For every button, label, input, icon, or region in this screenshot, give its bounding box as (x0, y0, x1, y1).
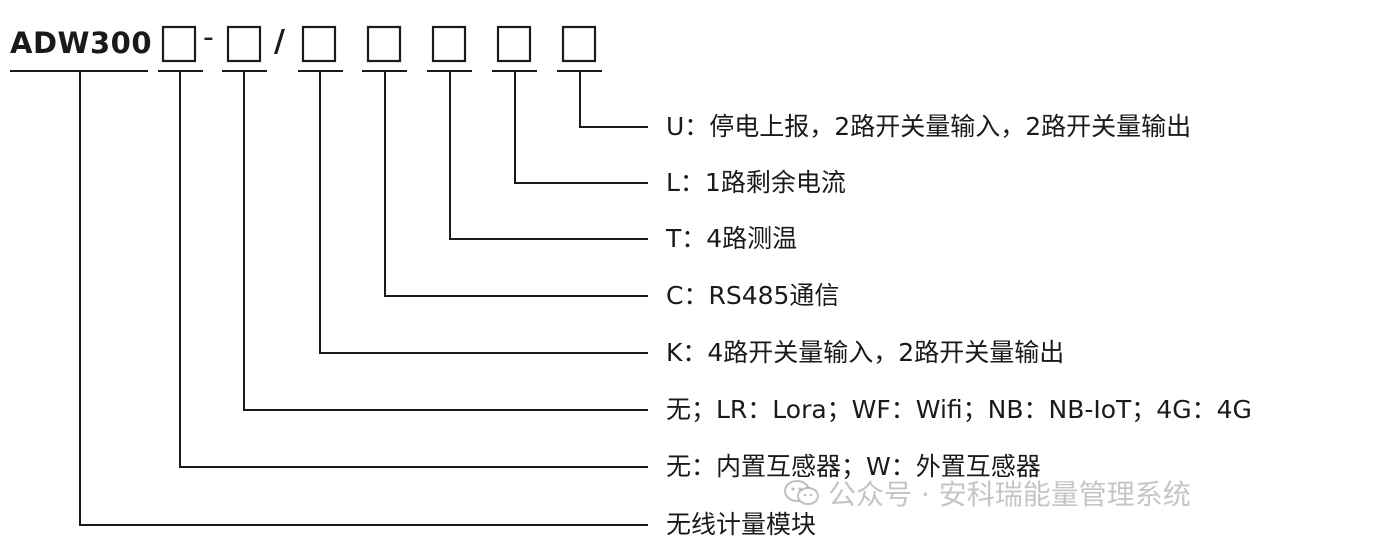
desc-c: C：RS485通信 (666, 281, 840, 310)
model-name: ADW300 (10, 26, 153, 60)
code-box-3 (301, 25, 337, 63)
wechat-icon (784, 480, 819, 505)
leader-c (384, 71, 648, 297)
desc-u: U：停电上报，2路开关量输入，2路开关量输出 (666, 112, 1192, 141)
code-box-5 (431, 25, 467, 63)
code-box-6 (496, 25, 532, 63)
leader-k (319, 71, 648, 354)
desc-model: 无线计量模块 (666, 510, 817, 539)
watermark: 公众号 · 安科瑞能量管理系统 (782, 473, 1191, 513)
code-box-7 (561, 25, 597, 63)
leader-l (514, 71, 648, 184)
leader-model (79, 71, 648, 526)
leader-t (449, 71, 648, 240)
slash-separator: / (274, 24, 285, 59)
leader-u (579, 71, 648, 128)
leader-ct (179, 71, 648, 468)
desc-communication: 无；LR：Lora；WF：Wifi；NB：NB-IoT；4G：4G (666, 395, 1252, 424)
desc-k: K：4路开关量输入，2路开关量输出 (666, 338, 1065, 367)
code-box-1 (161, 25, 197, 63)
watermark-text: 公众号 · 安科瑞能量管理系统 (828, 478, 1191, 511)
desc-t: T：4路测温 (666, 224, 798, 253)
desc-l: L：1路剩余电流 (666, 168, 846, 197)
desc-transformer: 无：内置互感器；W：外置互感器 (666, 452, 1041, 481)
dash-separator: - (203, 20, 214, 55)
code-box-4 (366, 25, 402, 63)
leader-comm (243, 71, 648, 411)
code-box-2 (226, 25, 262, 63)
